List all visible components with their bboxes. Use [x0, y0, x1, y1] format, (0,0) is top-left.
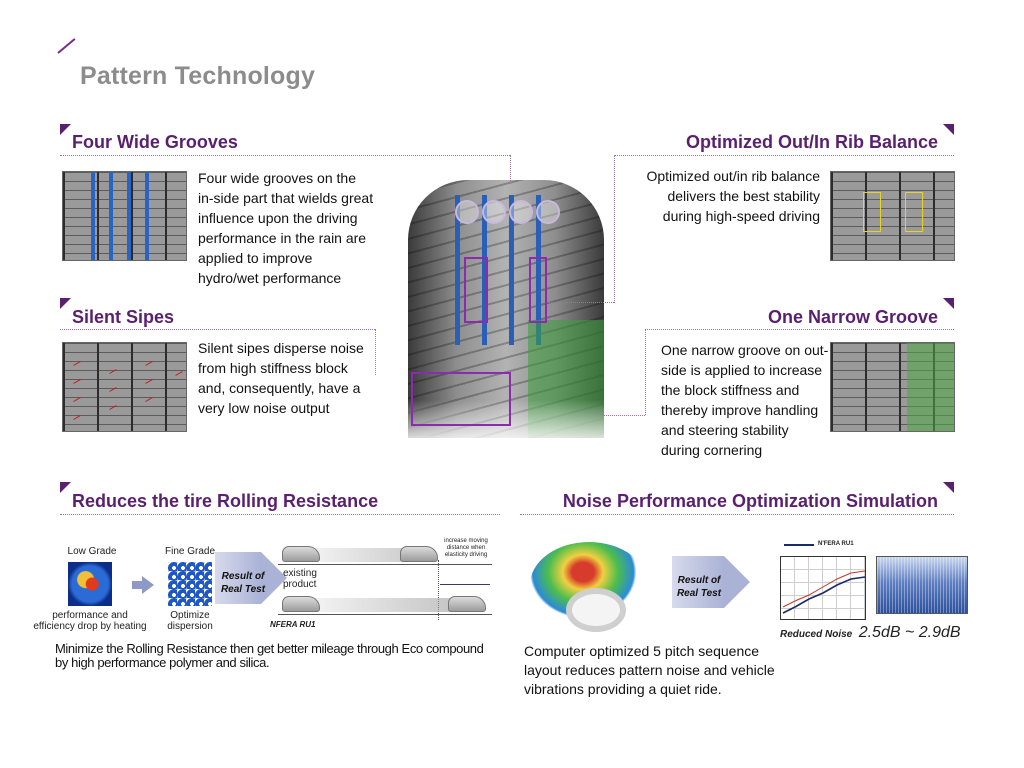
divider — [60, 155, 510, 156]
corner-triangle-icon — [943, 298, 954, 309]
result-of-real-test-label: Result of Real Test — [676, 575, 722, 599]
car-icon — [400, 546, 438, 562]
corner-triangle-icon — [60, 124, 71, 135]
noise-spectrum-plot — [876, 556, 968, 614]
car-motion-trail — [300, 598, 450, 612]
divider — [60, 329, 375, 330]
connector-line — [602, 415, 645, 416]
car-icon — [448, 596, 486, 612]
corner-triangle-icon — [60, 298, 71, 309]
tread-image-silent-sipes — [62, 342, 187, 432]
low-grade-microscope-image — [68, 562, 112, 606]
divider — [60, 514, 500, 515]
brand-logo: NFERA RU1 — [270, 620, 316, 629]
fine-grade-microscope-image — [168, 562, 212, 606]
graph-legend: N'FERA RU1 — [784, 541, 870, 547]
tire-groove — [509, 195, 514, 345]
tire-highlight-box — [464, 257, 488, 323]
reduced-noise-label: Reduced Noise — [780, 629, 853, 640]
noise-curves — [782, 570, 866, 614]
tire-fade — [408, 400, 604, 440]
tire-highlight-box — [411, 372, 511, 426]
tire-highlight-box — [529, 257, 547, 323]
tread-image-four-wide-grooves — [62, 171, 187, 261]
title-slash-icon — [57, 38, 76, 54]
connector-line — [614, 155, 615, 303]
corner-triangle-icon — [943, 124, 954, 135]
description-rolling-resistance: Minimize the Rolling Resistance then get… — [55, 641, 484, 670]
lane-line — [278, 564, 492, 565]
section-heading-rolling-resistance: Reduces the tire Rolling Resistance — [72, 491, 379, 511]
tread-image-rib-balance — [830, 171, 955, 261]
low-grade-label: Low Grade — [67, 546, 117, 557]
tire-groove-marker — [509, 200, 533, 224]
tire-groove — [482, 195, 487, 345]
distance-marker — [438, 560, 439, 620]
result-of-real-test-arrow — [215, 552, 287, 604]
tire-groove — [536, 195, 541, 345]
section-heading-rib-balance: Optimized Out/In Rib Balance — [685, 132, 938, 152]
description-narrow-groove: One narrow groove on out- side is applie… — [661, 342, 829, 458]
fine-grade-caption: Optimize dispersion — [167, 610, 213, 632]
reduced-noise-value: 2.5dB ~ 2.9dB — [858, 624, 961, 641]
low-grade-caption: performance and efficiency drop by heati… — [33, 610, 147, 632]
tire-groove — [455, 195, 460, 345]
connector-line — [510, 155, 511, 183]
arrow-right-icon — [132, 576, 154, 594]
car-motion-trail — [300, 548, 430, 562]
corner-triangle-icon — [943, 482, 954, 493]
tire-groove-marker — [482, 200, 506, 224]
result-of-real-test-label: Result of Real Test — [220, 571, 266, 595]
tire-groove-marker — [536, 200, 560, 224]
car-icon — [282, 546, 320, 562]
reduced-noise-result: Reduced Noise 2.5dB ~ 2.9dB — [780, 624, 961, 642]
description-four-wide-grooves: Four wide grooves on the in-side part th… — [198, 170, 374, 286]
tire-groove-marker — [455, 200, 479, 224]
corner-triangle-icon — [60, 482, 71, 493]
car-icon — [282, 596, 320, 612]
section-heading-noise-simulation: Noise Performance Optimization Simulatio… — [562, 491, 938, 511]
description-rib-balance: Optimized out/in rib balance delivers th… — [646, 168, 820, 224]
divider — [645, 329, 954, 330]
connector-line — [375, 329, 376, 375]
connector-line — [645, 329, 646, 415]
description-noise-simulation: Computer optimized 5 pitch sequence layo… — [524, 643, 775, 697]
divider — [614, 155, 954, 156]
description-silent-sipes: Silent sipes disperse noise from high st… — [198, 340, 364, 416]
page-title: Pattern Technology — [80, 62, 316, 90]
connector-line — [548, 302, 614, 303]
section-heading-four-wide-grooves: Four Wide Grooves — [72, 132, 238, 152]
existing-product-label: existing product — [283, 568, 317, 590]
increase-distance-note: increase moving distance when elasticity… — [444, 538, 488, 558]
fem-tire-image — [566, 588, 626, 632]
lane-line — [278, 614, 492, 615]
section-heading-silent-sipes: Silent Sipes — [72, 307, 175, 327]
noise-line-graph — [780, 556, 866, 620]
fine-grade-label: Fine Grade — [164, 546, 216, 557]
distance-gap-arrow — [440, 584, 490, 585]
tread-image-narrow-groove — [830, 342, 955, 432]
section-heading-narrow-groove: One Narrow Groove — [767, 307, 938, 327]
result-of-real-test-arrow — [672, 556, 750, 608]
divider — [520, 514, 954, 515]
